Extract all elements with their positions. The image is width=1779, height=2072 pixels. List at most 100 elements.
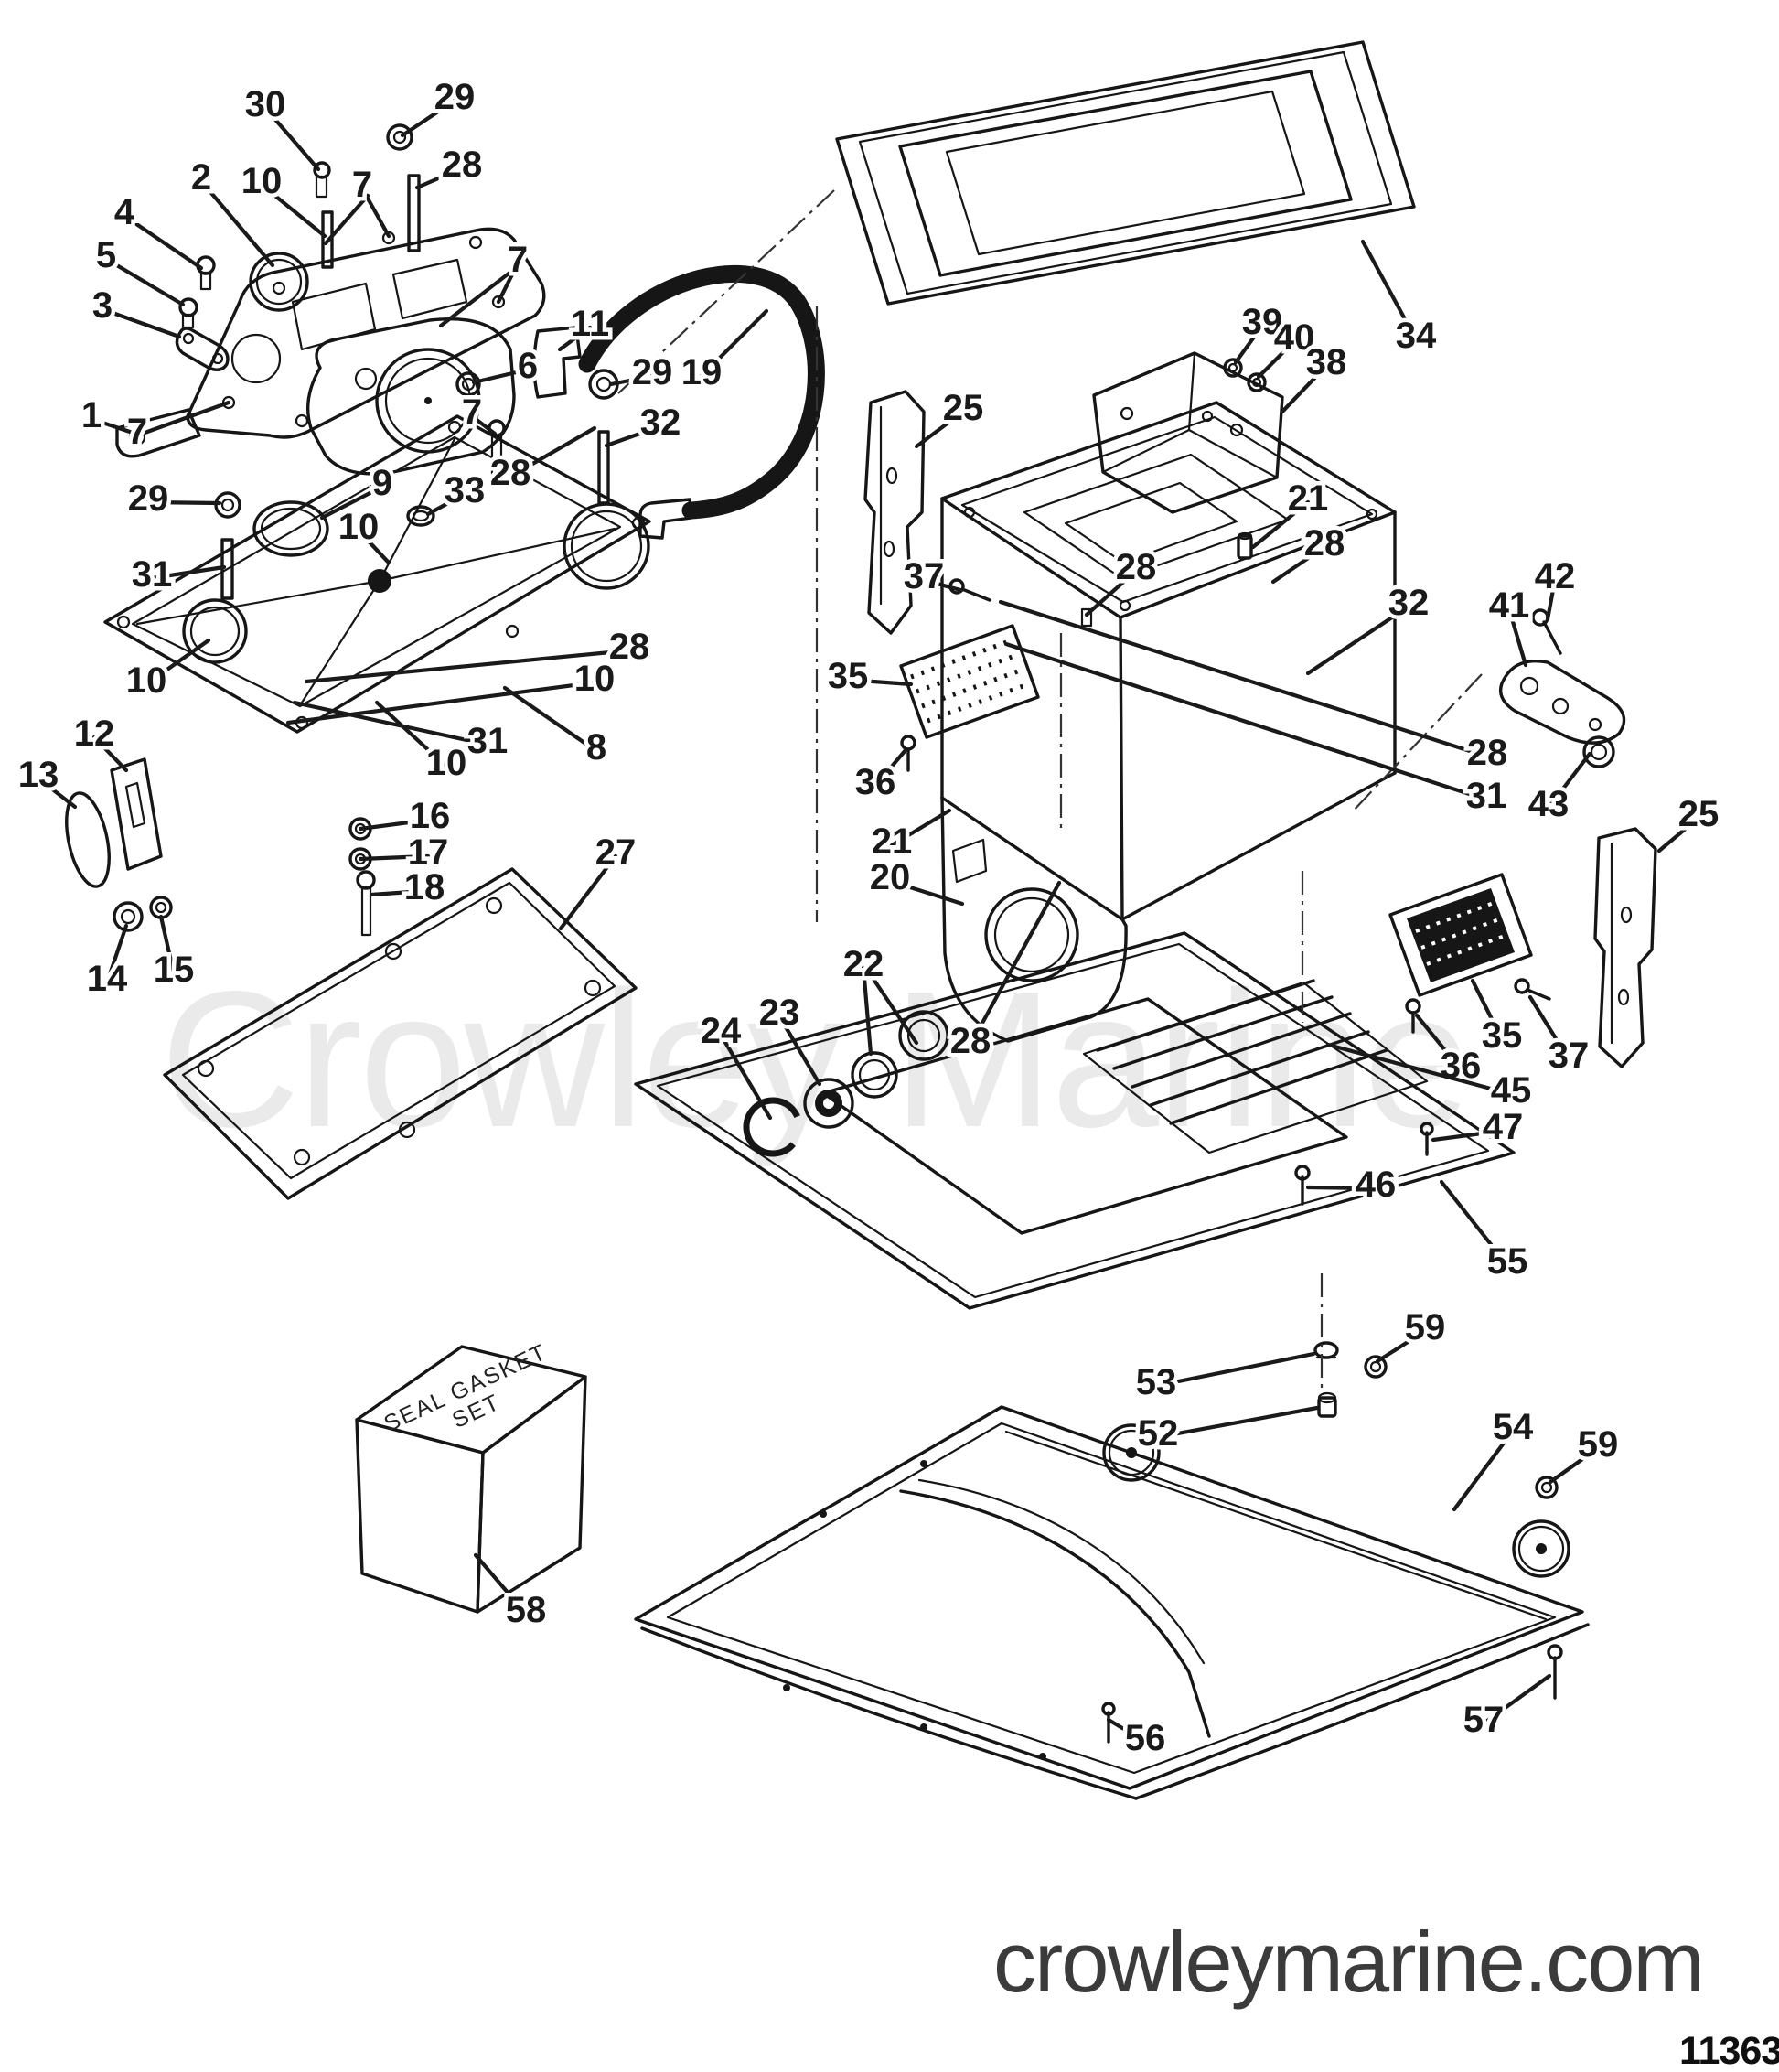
leader-line xyxy=(356,528,391,564)
snap-ring-24 xyxy=(743,1097,803,1157)
callout-28: 28 xyxy=(1467,733,1508,773)
callout-32: 32 xyxy=(640,403,681,443)
callout-35: 35 xyxy=(1482,1015,1523,1056)
nut-29-top xyxy=(386,123,413,151)
leader-line xyxy=(1155,1405,1320,1440)
callout-21: 21 xyxy=(872,821,913,862)
nut-40 xyxy=(1247,372,1267,392)
o-ring-2 xyxy=(249,252,309,312)
seal-ring-33 xyxy=(406,505,435,527)
leader-line xyxy=(149,564,227,581)
stud-28 xyxy=(407,174,421,252)
leader-line xyxy=(845,677,914,687)
callout-21: 21 xyxy=(1288,478,1329,519)
callout-10: 10 xyxy=(126,660,167,701)
leader-line xyxy=(374,700,449,769)
callout-34: 34 xyxy=(1396,316,1437,356)
diagram-number: 11363 xyxy=(1679,2029,1779,2072)
leader-line xyxy=(1084,568,1139,617)
stud-32 xyxy=(597,430,610,505)
bottom-plate-54 xyxy=(634,1405,1590,1800)
leader-line xyxy=(1270,544,1327,585)
leader-line xyxy=(1481,1673,1552,1726)
washer-59-top xyxy=(1364,1355,1388,1379)
leader-line xyxy=(1153,1351,1316,1389)
leader-line xyxy=(1546,751,1592,811)
callout-29: 29 xyxy=(434,77,476,117)
callout-7: 7 xyxy=(508,240,528,280)
callout-59: 59 xyxy=(1405,1307,1446,1347)
leader-line xyxy=(1305,1185,1378,1191)
leader-line xyxy=(1106,1717,1148,1745)
leader-line xyxy=(1527,994,1571,1062)
callout-55: 55 xyxy=(1487,1241,1528,1282)
seal-gasket-box: SEAL GASKET SET xyxy=(355,1339,587,1614)
phantom-line xyxy=(617,189,835,394)
leader-line xyxy=(1280,363,1329,414)
bolt-36-right xyxy=(1405,998,1421,1034)
leader-line xyxy=(1003,641,1489,802)
leader-line xyxy=(1506,607,1528,668)
leader-line xyxy=(1431,1128,1506,1143)
stud-10 xyxy=(321,210,334,269)
callout-10: 10 xyxy=(574,659,616,699)
callout-14: 14 xyxy=(87,959,128,999)
leader-line xyxy=(557,325,593,352)
leader-line xyxy=(1325,1042,1514,1097)
bracket-1 xyxy=(115,408,201,458)
leader-line xyxy=(558,853,618,931)
callout-24: 24 xyxy=(701,1011,742,1051)
callout-36: 36 xyxy=(855,762,896,802)
leader-line xyxy=(1250,499,1311,550)
site-watermark: crowleymarine.com xyxy=(993,1914,1705,2010)
leader-line xyxy=(1233,323,1265,365)
callout-38: 38 xyxy=(1306,342,1347,382)
leader-line xyxy=(1414,1013,1463,1072)
leader-line xyxy=(699,308,769,379)
leader-line xyxy=(1375,1328,1428,1364)
leader-line xyxy=(144,638,211,687)
callout-47: 47 xyxy=(1483,1107,1524,1147)
leader-line xyxy=(89,416,138,436)
bracket-38 xyxy=(1092,351,1284,514)
nut-39 xyxy=(1223,358,1243,378)
grille-35-left xyxy=(899,624,1040,739)
leader-line xyxy=(968,880,1062,1047)
top-cover xyxy=(186,227,546,439)
callout-29: 29 xyxy=(128,478,169,519)
callout-30: 30 xyxy=(245,84,286,124)
leader-line xyxy=(469,413,498,436)
leader-line xyxy=(873,747,908,789)
callout-19: 19 xyxy=(681,352,723,392)
callout-9: 9 xyxy=(372,463,392,503)
leader-line xyxy=(358,853,431,862)
leader-line xyxy=(1256,338,1297,380)
leader-line xyxy=(1452,1428,1516,1512)
washer-15 xyxy=(149,896,173,919)
leader-line xyxy=(866,970,919,1046)
leader-line xyxy=(36,776,78,810)
leader-line xyxy=(369,888,427,897)
nut-43 xyxy=(1582,735,1615,768)
callout-35: 35 xyxy=(828,656,869,696)
callout-31: 31 xyxy=(467,721,509,761)
leader-line xyxy=(400,98,457,138)
screw-56 xyxy=(1101,1702,1116,1744)
callout-8: 8 xyxy=(586,727,606,768)
callout-37: 37 xyxy=(904,556,945,596)
callout-28: 28 xyxy=(609,627,650,667)
callout-15: 15 xyxy=(154,950,195,990)
leader-line xyxy=(1439,1179,1510,1268)
callout-54: 54 xyxy=(1493,1407,1534,1447)
mid-plate-8 xyxy=(103,414,651,734)
callout-28: 28 xyxy=(950,1021,991,1061)
callout-10: 10 xyxy=(338,507,380,547)
leader-line xyxy=(1470,978,1505,1042)
callout-56: 56 xyxy=(1125,1718,1166,1758)
ribbed-plate-45 xyxy=(1082,979,1429,1154)
leader-line xyxy=(323,193,370,246)
callout-43: 43 xyxy=(1528,784,1570,824)
leader-line xyxy=(425,491,467,517)
